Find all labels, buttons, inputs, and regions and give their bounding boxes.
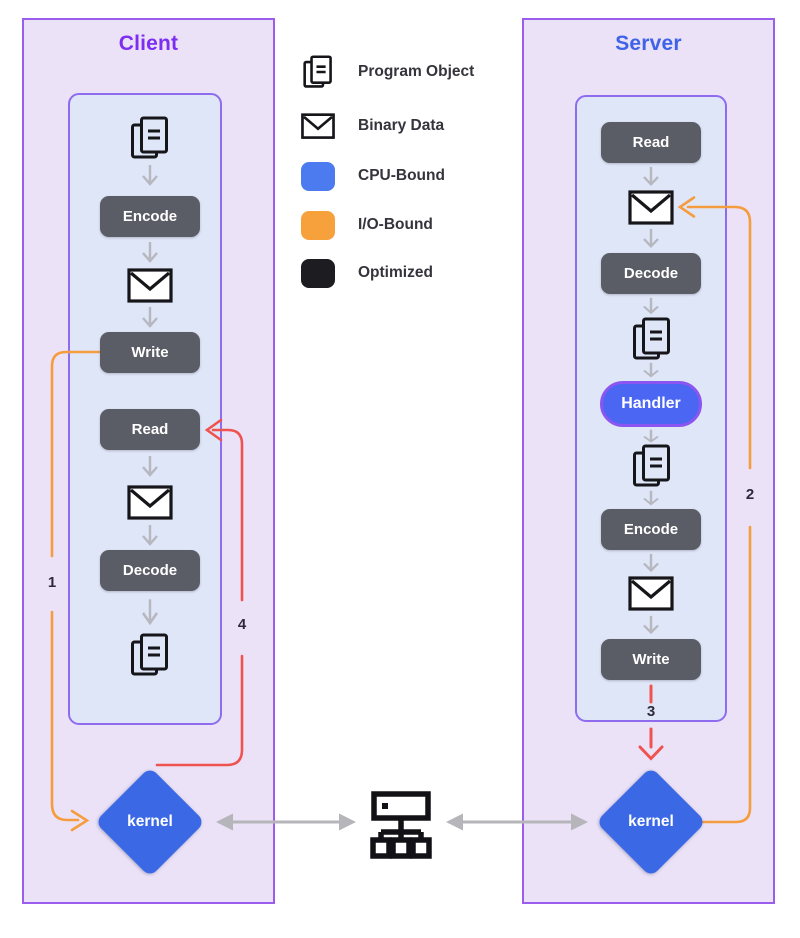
binary-data-icon	[628, 576, 674, 611]
flow-arrow-icon	[643, 429, 659, 443]
legend-label: CPU-Bound	[358, 167, 445, 184]
binary-data-icon	[127, 268, 173, 303]
flow-arrow-icon	[142, 307, 158, 328]
server-title: Server	[615, 32, 682, 55]
server-write-node: Write	[601, 639, 701, 680]
client-read-node: Read	[100, 409, 200, 450]
legend-item-binary-data: Binary Data	[300, 106, 444, 146]
legend-item-cpu-bound: CPU-Bound	[300, 156, 445, 196]
legend-label: Binary Data	[358, 117, 445, 134]
io-step-3-label: 3	[646, 703, 656, 720]
legend-item-program-object: Program Object	[300, 52, 474, 92]
flow-arrow-icon	[142, 456, 158, 477]
legend-label: I/O-Bound	[358, 216, 433, 233]
program-object-icon	[131, 116, 168, 159]
program-object-icon	[300, 54, 336, 90]
client-encode-node: Encode	[100, 196, 200, 237]
flow-arrow-icon	[643, 362, 659, 378]
flow-arrow-icon	[142, 242, 158, 263]
flow-arrow-icon	[643, 166, 659, 187]
legend-item-optimized: Optimized	[300, 253, 433, 293]
flow-arrow-icon	[142, 525, 158, 546]
optimized-swatch	[301, 258, 335, 288]
server-encode-node: Encode	[601, 509, 701, 550]
server-read-node: Read	[601, 122, 701, 163]
network-hub-icon	[370, 791, 432, 859]
io-step-1-label: 1	[47, 574, 57, 591]
client-title: Client	[118, 32, 179, 55]
flow-arrow-icon	[643, 228, 659, 249]
flow-arrow-icon	[643, 297, 659, 315]
legend-item-io-bound: I/O-Bound	[300, 205, 433, 245]
legend-label: Optimized	[358, 264, 433, 281]
server-decode-node: Decode	[601, 253, 701, 294]
legend-label: Program Object	[358, 63, 475, 80]
program-object-icon	[633, 317, 670, 360]
binary-data-icon	[628, 190, 674, 225]
binary-data-icon	[300, 112, 336, 140]
client-decode-node: Decode	[100, 550, 200, 591]
cpu-bound-swatch	[301, 161, 335, 191]
client-kernel-label: kernel	[127, 813, 173, 830]
program-object-icon	[633, 444, 670, 487]
flow-arrow-icon	[643, 615, 659, 635]
flow-arrow-icon	[142, 165, 158, 186]
client-write-node: Write	[100, 332, 200, 373]
io-step-2-label: 2	[745, 486, 755, 503]
flow-arrow-icon	[643, 490, 659, 506]
server-kernel-label: kernel	[628, 813, 674, 830]
flow-arrow-icon	[643, 553, 659, 573]
binary-data-icon	[127, 485, 173, 520]
io-step-4-label: 4	[237, 616, 247, 633]
server-handler-node: Handler	[600, 381, 702, 427]
legend: Program Object Binary Data CPU-Bound I/O…	[300, 24, 510, 288]
io-bound-swatch	[301, 210, 335, 240]
program-object-icon	[131, 633, 168, 676]
flow-arrow-icon	[142, 599, 158, 626]
